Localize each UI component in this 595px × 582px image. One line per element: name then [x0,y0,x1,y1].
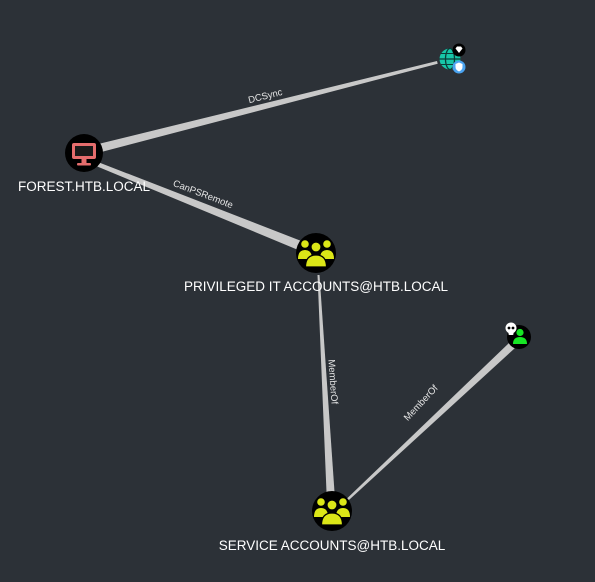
computer-icon [72,143,96,166]
edge-canpsremote[interactable] [84,157,300,250]
group-icon [314,498,350,526]
node-user[interactable] [505,322,532,350]
edge-memberof-service-to-user[interactable] [336,342,515,510]
node-forest[interactable]: FOREST.HTB.LOCAL [18,134,151,194]
edge-label-memberof-1: MemberOf [325,359,339,405]
node-label-service-accounts: SERVICE ACCOUNTS@HTB.LOCAL [219,538,446,553]
node-label-privileged-it: PRIVILEGED IT ACCOUNTS@HTB.LOCAL [184,279,449,294]
edge-dcsync[interactable] [84,61,438,156]
diamond-badge-icon [452,43,466,57]
node-label-forest: FOREST.HTB.LOCAL [18,179,151,194]
node-privileged-it[interactable]: PRIVILEGED IT ACCOUNTS@HTB.LOCAL [184,233,449,294]
user-icon [513,328,527,344]
edges: DCSync CanPSRemote MemberOf MemberOf [84,61,515,510]
skull-icon [505,322,517,335]
group-icon [298,240,334,268]
node-domain[interactable] [439,43,466,74]
shield-badge-icon [452,60,466,74]
node-service-accounts[interactable]: SERVICE ACCOUNTS@HTB.LOCAL [219,491,446,553]
edge-memberof-privileged-to-service[interactable] [317,275,335,492]
